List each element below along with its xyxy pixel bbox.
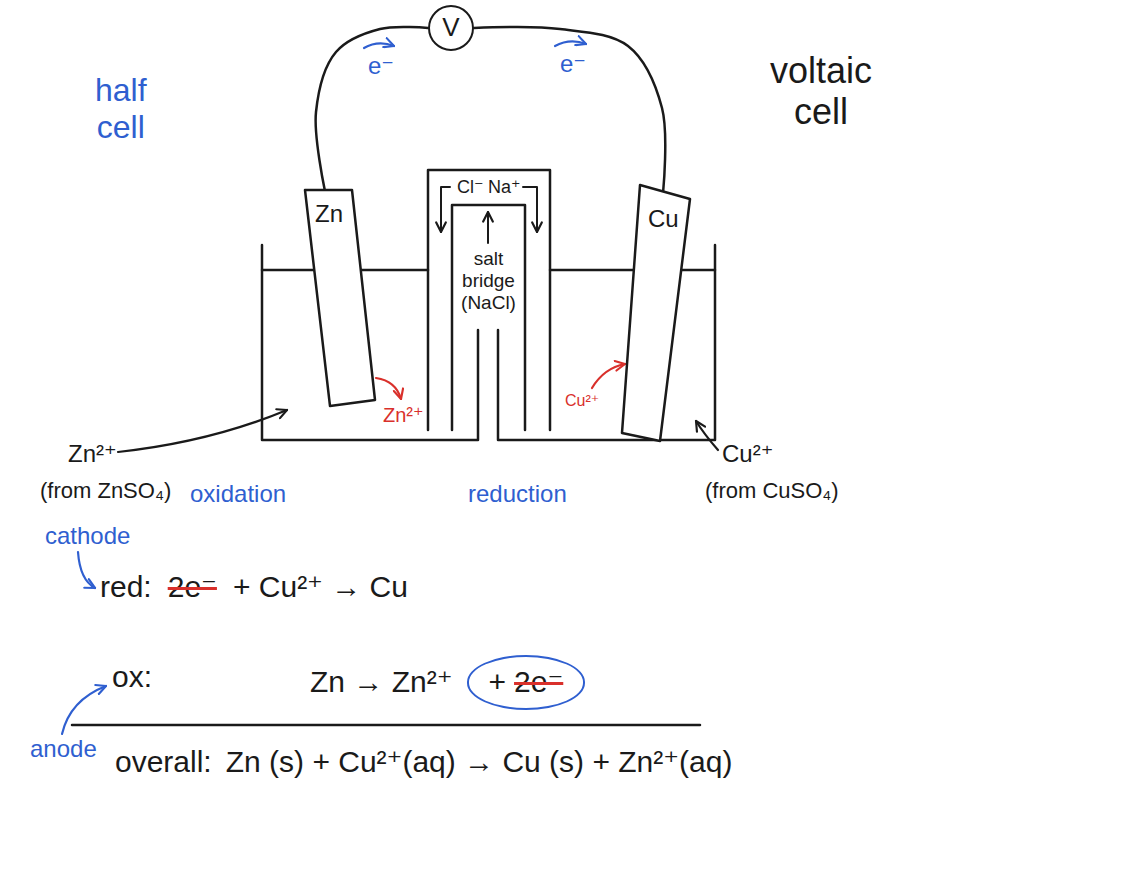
salt-bridge-inner — [452, 205, 525, 430]
oxidation-arrow — [376, 378, 401, 399]
zinc-electrode-shape — [305, 190, 375, 406]
sum-line — [72, 724, 700, 727]
ion-pointer-arrow — [696, 421, 718, 450]
circled-term: +2e⁻ — [467, 655, 586, 710]
wire — [474, 27, 665, 191]
cancelled-term: 2e⁻ — [168, 570, 217, 605]
reduction-arrow — [592, 364, 625, 388]
electron-label: e⁻ — [368, 52, 394, 80]
equation-row: overall: Zn (s) + Cu²⁺(aq) → Cu (s) + Zn²… — [115, 745, 732, 780]
node-label: Zn — [315, 200, 343, 228]
source-note: (from ZnSO₄) — [40, 478, 171, 503]
equation-row: Zn → Zn²⁺ +2e⁻ — [310, 655, 585, 710]
equation-row: red: 2e⁻ + Cu²⁺ → Cu — [100, 570, 408, 605]
equation-term: + — [489, 665, 507, 700]
process-label: reduction — [468, 480, 567, 508]
electrode-role: cathode — [45, 522, 130, 550]
solution-level — [550, 269, 715, 272]
process-label: oxidation — [190, 480, 286, 508]
part-label: salt bridge (NaCl) — [461, 248, 516, 314]
equation-tag: red: — [100, 570, 152, 605]
cathode-pointer — [78, 552, 95, 588]
ion-label: Na⁺ — [488, 177, 521, 198]
wire — [316, 27, 428, 190]
zinc-electrode: Zn — [303, 188, 378, 410]
salt-bridge-outer — [428, 170, 550, 430]
salt-bridge — [428, 170, 550, 430]
ion-label: Cl⁻ — [457, 177, 484, 198]
ion-flow-arrow — [441, 187, 450, 232]
ion-label: Cu²⁺ — [722, 440, 773, 468]
annotation-arrows — [62, 41, 718, 734]
copper-electrode-shape — [622, 185, 690, 441]
part-label: half cell — [95, 72, 147, 146]
node-label: V — [442, 13, 459, 43]
equation-tag: ox: — [112, 660, 152, 695]
equation-term: + Cu²⁺ → Cu — [233, 570, 408, 605]
cancelled-term: 2e⁻ — [514, 665, 563, 700]
ion-flow-arrow — [523, 187, 537, 232]
right-beaker — [498, 245, 715, 440]
anode-pointer — [62, 686, 106, 734]
title-note: voltaic cell — [770, 50, 872, 133]
ion-pointer-arrow — [118, 410, 287, 452]
equation-tag: overall: — [115, 745, 212, 780]
equation-term: Zn → Zn²⁺ — [310, 665, 453, 700]
ion-label: Cu²⁺ — [565, 392, 599, 410]
voltmeter: V — [428, 5, 474, 51]
left-beaker — [262, 245, 478, 440]
electrode-role: anode — [30, 735, 97, 763]
pointer-arrow — [487, 212, 489, 243]
ion-label: Zn²⁺ — [383, 404, 424, 427]
ion-label: Zn²⁺ — [68, 440, 117, 468]
source-note: (from CuSO₄) — [705, 478, 839, 503]
electron-label: e⁻ — [560, 50, 586, 78]
electron-flow-arrow — [555, 41, 586, 46]
node-label: Cu — [648, 205, 679, 233]
copper-electrode: Cu — [620, 183, 692, 443]
electron-flow-arrow — [364, 43, 394, 48]
equation-term: Zn (s) + Cu²⁺(aq) → Cu (s) + Zn²⁺(aq) — [226, 745, 733, 780]
